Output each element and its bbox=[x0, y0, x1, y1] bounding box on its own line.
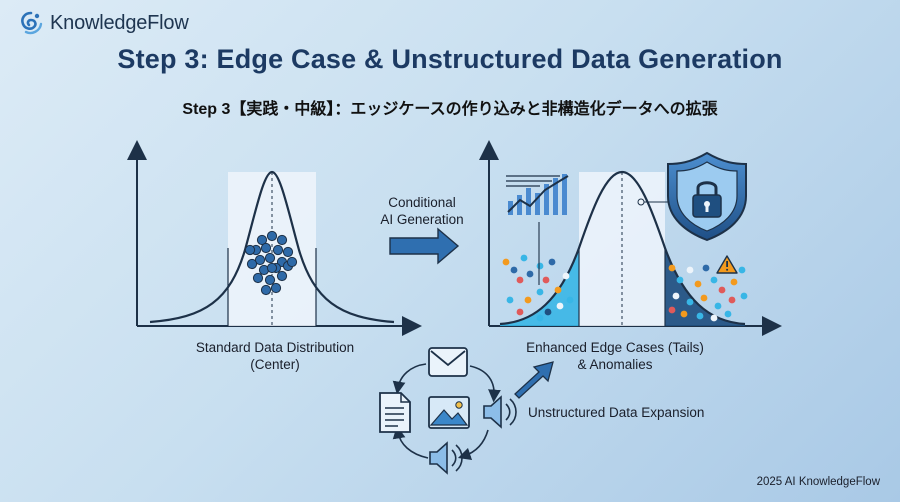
data-point bbox=[710, 314, 718, 322]
right-caption-line1: Enhanced Edge Cases (Tails) bbox=[526, 340, 704, 355]
enhanced-distribution-chart bbox=[479, 140, 782, 336]
left-caption-line1: Standard Data Distribution bbox=[195, 340, 355, 355]
data-point bbox=[276, 270, 288, 282]
data-point bbox=[246, 258, 258, 270]
data-point bbox=[556, 302, 564, 310]
page-title: Step 3: Edge Case & Unstructured Data Ge… bbox=[117, 44, 783, 74]
image-icon bbox=[428, 396, 470, 429]
data-point bbox=[264, 274, 276, 286]
data-point bbox=[544, 308, 552, 316]
unstructured-data-cycle bbox=[379, 347, 554, 475]
data-point bbox=[536, 288, 544, 296]
data-point bbox=[728, 296, 736, 304]
arrow-label-line2: AI Generation bbox=[380, 212, 464, 227]
generation-arrow bbox=[389, 227, 460, 265]
data-point bbox=[686, 266, 694, 274]
data-point bbox=[694, 280, 702, 288]
data-point bbox=[502, 258, 510, 266]
data-point bbox=[672, 292, 680, 300]
data-point bbox=[260, 242, 272, 254]
edge-case-data-points bbox=[502, 254, 748, 322]
data-point bbox=[696, 312, 704, 320]
left-caption: Standard Data Distribution (Center) bbox=[170, 339, 380, 373]
data-point bbox=[244, 244, 256, 256]
standard-distribution-chart bbox=[127, 140, 422, 336]
data-point bbox=[536, 314, 544, 322]
data-point bbox=[510, 266, 518, 274]
data-point bbox=[724, 310, 732, 318]
data-point bbox=[700, 294, 708, 302]
data-point bbox=[526, 270, 534, 278]
data-point bbox=[562, 272, 570, 280]
arrow-label: Conditional AI Generation bbox=[370, 194, 474, 228]
data-point bbox=[524, 296, 532, 304]
data-point bbox=[668, 264, 676, 272]
warning-icon bbox=[716, 255, 738, 274]
data-point bbox=[536, 262, 544, 270]
center-data-points bbox=[244, 230, 298, 296]
data-point bbox=[270, 282, 282, 294]
data-point bbox=[516, 308, 524, 316]
right-caption: Enhanced Edge Cases (Tails) & Anomalies bbox=[510, 339, 720, 373]
data-point bbox=[264, 252, 276, 264]
swirl-logo-icon bbox=[21, 11, 43, 35]
data-point bbox=[702, 264, 710, 272]
data-point bbox=[740, 292, 748, 300]
speaker-icon bbox=[483, 395, 517, 429]
right-tail-fill bbox=[665, 248, 745, 326]
data-point bbox=[254, 254, 266, 266]
brand: KnowledgeFlow bbox=[18, 10, 189, 36]
data-point bbox=[676, 276, 684, 284]
data-point bbox=[272, 244, 284, 256]
brand-name: KnowledgeFlow bbox=[50, 11, 189, 34]
data-point bbox=[730, 278, 738, 286]
data-point bbox=[718, 286, 726, 294]
data-point bbox=[548, 258, 556, 266]
data-point bbox=[506, 296, 514, 304]
shield-lock-icon bbox=[637, 151, 747, 242]
data-point bbox=[566, 296, 574, 304]
page-subtitle: Step 3【実践・中級】：エッジケースの作り込みと非構造化データへの拡張 bbox=[182, 101, 718, 118]
data-point bbox=[266, 262, 278, 274]
expansion-arrow bbox=[514, 361, 554, 399]
left-caption-line2: (Center) bbox=[250, 357, 300, 372]
data-point bbox=[668, 306, 676, 314]
data-point bbox=[710, 276, 718, 284]
data-point bbox=[252, 272, 264, 284]
data-point bbox=[282, 246, 294, 258]
center-band-right bbox=[579, 172, 665, 326]
data-point bbox=[680, 310, 688, 318]
center-band bbox=[228, 172, 316, 326]
data-point bbox=[266, 230, 278, 242]
data-point bbox=[542, 276, 550, 284]
data-point bbox=[260, 284, 272, 296]
bar-chart-icon bbox=[506, 174, 569, 285]
speaker-icon bbox=[429, 441, 463, 475]
unstructured-label: Unstructured Data Expansion bbox=[528, 405, 705, 420]
right-caption-line2: & Anomalies bbox=[577, 357, 653, 372]
document-icon bbox=[379, 392, 411, 433]
data-point bbox=[686, 298, 694, 306]
data-point bbox=[520, 254, 528, 262]
arrow-label-line1: Conditional bbox=[388, 195, 456, 210]
data-point bbox=[276, 234, 288, 246]
footer-copyright: 2025 AI KnowledgeFlow bbox=[756, 476, 880, 488]
data-point bbox=[256, 234, 268, 246]
data-point bbox=[738, 266, 746, 274]
data-point bbox=[714, 302, 722, 310]
email-icon bbox=[428, 347, 468, 377]
data-point bbox=[554, 286, 562, 294]
data-point bbox=[516, 276, 524, 284]
data-point bbox=[286, 256, 298, 268]
